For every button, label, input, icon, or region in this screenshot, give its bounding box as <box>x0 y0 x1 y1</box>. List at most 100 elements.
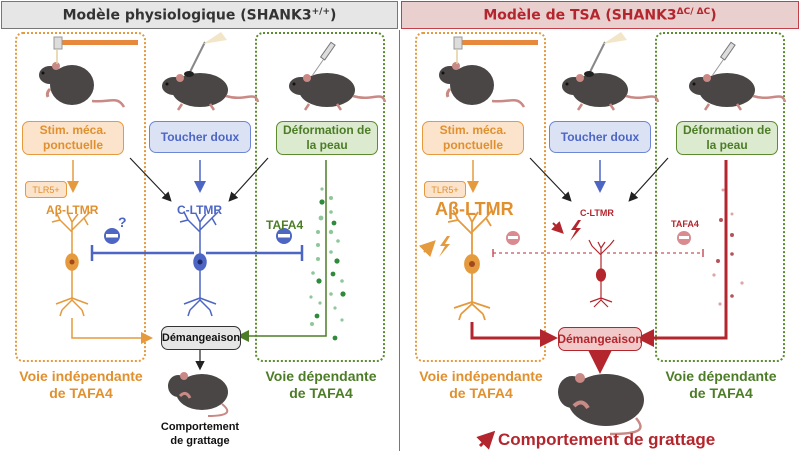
minus-icon <box>677 231 691 245</box>
arrow-deform-to-c <box>228 157 269 202</box>
arrow-tafa4-to-itch <box>636 160 728 347</box>
arrow-punctate-to-c <box>529 157 572 202</box>
tafa4-dot <box>319 199 325 205</box>
tafa4-dot <box>340 318 344 322</box>
minus-icon <box>104 228 120 244</box>
right-panel-title: Modèle de TSA (SHANK3ΔC/ ΔC) <box>483 6 717 24</box>
ab-ltmr-neuron-icon <box>51 211 91 317</box>
stim-skin-deformation-box: Déformation de la peau <box>676 121 778 155</box>
tafa4-dot <box>316 243 320 247</box>
tafa4-dot <box>316 278 322 284</box>
left-panel-title: Modèle physiologique (SHANK3+/+) <box>62 6 337 24</box>
tafa4-dots <box>712 188 744 306</box>
tafa4-dot <box>329 196 333 200</box>
tafa4-dot <box>316 257 320 261</box>
right-dependent-box <box>655 32 785 362</box>
c-ltmr-label: C-LTMR <box>177 203 223 217</box>
inhibition-c-to-ab <box>90 245 194 261</box>
tafa4-dot <box>340 291 346 297</box>
stim-gentle-touch-box: Toucher doux <box>549 121 651 153</box>
tafa4-dot <box>730 294 734 298</box>
tafa4-dot <box>331 220 337 226</box>
tafa4-dot <box>712 273 716 277</box>
panel-divider <box>399 30 400 451</box>
tafa4-dot <box>309 295 313 299</box>
increase-arrow-icon <box>418 240 436 258</box>
left-panel-header: Modèle physiologique (SHANK3+/+) <box>1 1 398 29</box>
decrease-arrow-icon <box>551 221 564 234</box>
stim-punctate-box: Stim. méca. ponctuelle <box>22 121 124 155</box>
mouse-gentle-touch-icon <box>560 32 660 112</box>
tafa4-label: TAFA4 <box>266 218 304 232</box>
mouse-punctate-icon <box>37 36 138 109</box>
tafa4-dot <box>314 313 320 319</box>
tafa4-dot <box>719 218 723 222</box>
tafa4-dot <box>311 271 315 275</box>
tafa4-dot <box>334 258 340 264</box>
tafa4-dot <box>716 259 720 263</box>
tafa4-dot <box>329 210 333 214</box>
minus-icon <box>276 228 292 244</box>
itch-box: Démangeaison <box>161 326 241 350</box>
tafa4-dot <box>330 271 336 277</box>
arrow-ab-to-itch <box>71 318 153 344</box>
tafa4-dot <box>329 292 333 296</box>
right-independent-box <box>415 32 546 362</box>
tafa4-dots <box>309 187 346 341</box>
c-ltmr-neuron-icon <box>179 211 219 317</box>
scratching-mouse-icon <box>558 373 644 436</box>
arrow-ab-to-itch <box>470 322 558 347</box>
minus-icon <box>506 231 520 245</box>
tafa4-dot <box>718 302 722 306</box>
tafa4-dot <box>730 252 734 256</box>
tafa4-label: TAFA4 <box>671 219 699 229</box>
arrow-tafa4-to-itch <box>237 160 327 342</box>
arrow-deform-to-c <box>628 157 669 202</box>
tafa4-dot <box>336 239 340 243</box>
mouse-gentle-touch-icon <box>160 32 260 112</box>
ab-ltmr-label: Aβ-LTMR <box>46 203 99 217</box>
ab-ltmr-label: Aβ-LTMR <box>435 199 514 219</box>
question-mark: ? <box>118 214 127 230</box>
inhibition-c-to-tafa4 <box>206 245 304 261</box>
scratching-mouse-icon <box>168 372 229 417</box>
stim-skin-deformation-box: Déformation de la peau <box>276 121 378 155</box>
outcome-increase-arrow-icon <box>476 430 496 450</box>
ab-ltmr-neuron-icon <box>447 209 493 321</box>
tafa4-dot <box>730 212 734 216</box>
left-independent-box <box>15 32 146 362</box>
tafa4-dot <box>318 215 324 221</box>
arrow-punctate-to-c <box>129 157 172 202</box>
tafa4-dot <box>333 306 337 310</box>
right-panel-header: Modèle de TSA (SHANK3ΔC/ ΔC) <box>401 1 799 29</box>
tafa4-dot <box>332 335 338 341</box>
c-ltmr-label: C-LTMR <box>580 208 614 218</box>
tafa4-dot <box>310 322 314 326</box>
lightning-icon <box>570 220 581 241</box>
stim-gentle-touch-box: Toucher doux <box>149 121 251 153</box>
mouse-syringe-icon <box>287 41 387 112</box>
mouse-punctate-icon <box>437 36 538 109</box>
tafa4-dot <box>318 301 322 305</box>
tafa4-dot <box>328 229 334 235</box>
tafa4-dot <box>730 233 734 237</box>
stim-punctate-box: Stim. méca. ponctuelle <box>422 121 524 155</box>
tlr5-badge: TLR5+ <box>25 181 67 198</box>
tafa4-dot <box>329 250 333 254</box>
tafa4-dot <box>740 281 744 285</box>
tafa4-dot <box>340 279 344 283</box>
tafa4-dot <box>316 230 320 234</box>
tlr5-badge: TLR5+ <box>424 181 466 198</box>
outcome-label: Comportement de grattage <box>498 430 716 449</box>
tafa4-dot <box>721 188 725 192</box>
mouse-syringe-icon <box>687 41 787 112</box>
left-dependent-box <box>255 32 385 362</box>
tafa4-dot <box>320 187 324 191</box>
lightning-icon <box>439 236 450 257</box>
